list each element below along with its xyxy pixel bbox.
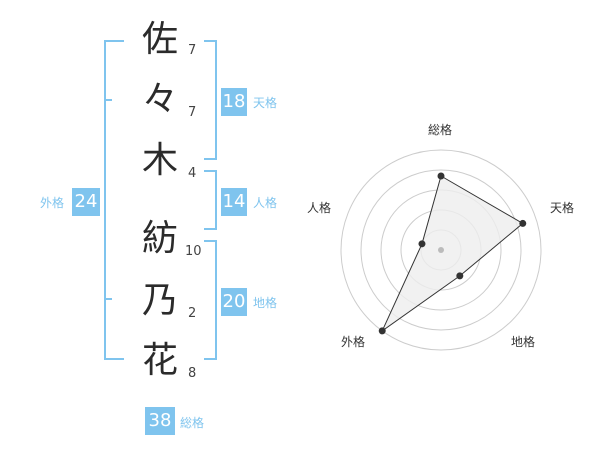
name-char-3: 木	[141, 140, 178, 181]
stroke-count-2: 7	[188, 105, 197, 120]
radar-ring	[360, 169, 522, 331]
radar-point-1	[437, 172, 445, 180]
jinkaku-badge: 14	[221, 188, 247, 216]
radar-ring	[340, 149, 542, 351]
radar-center	[438, 247, 444, 253]
radar-point-4	[378, 327, 386, 335]
radar-axis-label-jinkaku: 人格	[307, 201, 332, 215]
radar-axis-label-soukaku: 総格	[428, 123, 453, 137]
chikaku-label: 地格	[253, 296, 278, 310]
gaikaku-bracket	[104, 40, 124, 360]
gaikaku-label: 外格	[40, 196, 65, 210]
name-char-4: 紡	[141, 218, 178, 259]
tenkaku-bracket	[204, 40, 217, 160]
name-char-1: 佐	[141, 19, 178, 60]
soukaku-label: 総格	[180, 416, 205, 430]
radar-point-2	[519, 219, 527, 227]
radar-axis-label-chikaku: 地格	[511, 335, 536, 349]
chikaku-badge: 20	[221, 288, 247, 316]
stroke-count-6: 8	[188, 366, 197, 381]
tenkaku-label: 天格	[253, 96, 278, 110]
chikaku-bracket	[204, 240, 217, 360]
stroke-count-5: 2	[188, 306, 197, 321]
tenkaku-badge: 18	[221, 88, 247, 116]
radar-polygon	[380, 175, 524, 333]
stroke-count-4: 10	[185, 244, 202, 259]
radar-point-3	[456, 272, 464, 280]
stroke-count-3: 4	[188, 166, 197, 181]
name-char-2: 々	[141, 79, 178, 120]
name-char-6: 花	[141, 340, 178, 381]
soukaku-badge: 38	[145, 407, 175, 435]
radar-point-5	[418, 240, 426, 248]
radar-axis-label-gaikaku: 外格	[341, 335, 366, 349]
name-char-5: 乃	[141, 280, 178, 321]
jinkaku-bracket	[204, 170, 217, 230]
gaikaku-badge: 24	[72, 188, 100, 216]
radar-axis-label-tenkaku: 天格	[550, 201, 575, 215]
jinkaku-label: 人格	[253, 196, 278, 210]
stroke-count-1: 7	[188, 43, 197, 58]
bracket-tick	[104, 298, 112, 300]
bracket-tick	[104, 99, 112, 101]
